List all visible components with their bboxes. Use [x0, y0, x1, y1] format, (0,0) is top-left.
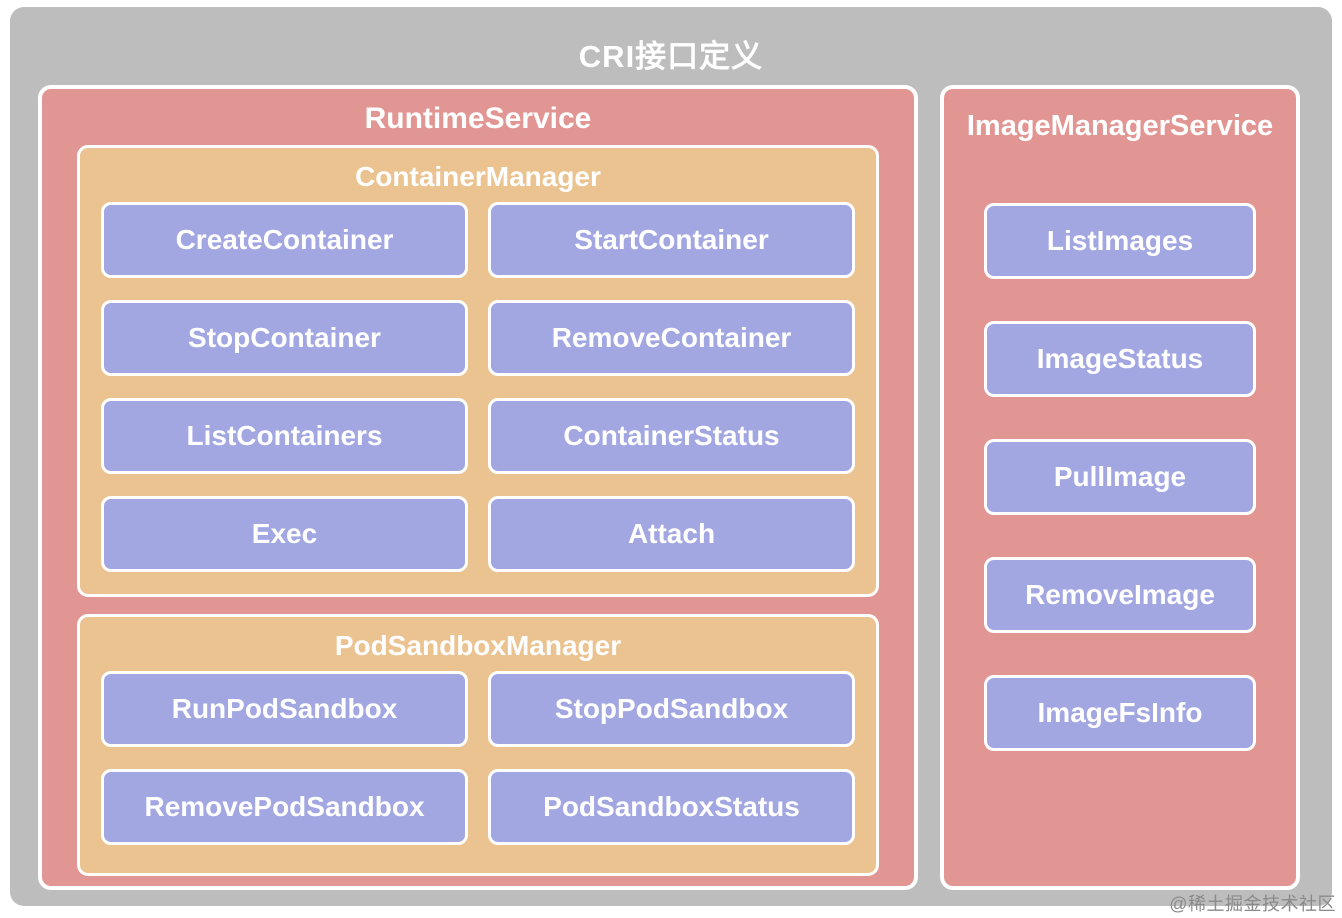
method-remove-image: RemoveImage	[984, 557, 1256, 633]
pod-sandbox-manager-group: PodSandboxManager RunPodSandbox StopPodS…	[77, 614, 879, 876]
container-manager-label: ContainerManager	[355, 161, 601, 192]
method-exec: Exec	[101, 496, 468, 572]
method-create-container: CreateContainer	[101, 202, 468, 278]
runtime-service-group: RuntimeService ContainerManager CreateCo…	[38, 85, 918, 890]
image-manager-service-group: ImageManagerService ListImages ImageStat…	[940, 85, 1300, 890]
image-manager-service-methods: ListImages ImageStatus PullImage RemoveI…	[944, 203, 1296, 751]
method-pod-sandbox-status: PodSandboxStatus	[488, 769, 855, 845]
method-attach: Attach	[488, 496, 855, 572]
method-stop-container: StopContainer	[101, 300, 468, 376]
method-run-pod-sandbox: RunPodSandbox	[101, 671, 468, 747]
diagram-title: CRI接口定义	[578, 39, 764, 74]
method-image-status: ImageStatus	[984, 321, 1256, 397]
method-pull-image: PullImage	[984, 439, 1256, 515]
method-remove-pod-sandbox: RemovePodSandbox	[101, 769, 468, 845]
method-stop-pod-sandbox: StopPodSandbox	[488, 671, 855, 747]
cri-panel: CRI接口定义 RuntimeService ContainerManager …	[10, 7, 1332, 906]
container-manager-methods: CreateContainer StartContainer StopConta…	[101, 202, 855, 572]
method-image-fs-info: ImageFsInfo	[984, 675, 1256, 751]
container-manager-group: ContainerManager CreateContainer StartCo…	[77, 145, 879, 597]
method-list-images: ListImages	[984, 203, 1256, 279]
method-container-status: ContainerStatus	[488, 398, 855, 474]
watermark: @稀土掘金技术社区	[1169, 894, 1336, 914]
image-manager-service-label: ImageManagerService	[966, 110, 1274, 142]
pod-sandbox-manager-methods: RunPodSandbox StopPodSandbox RemovePodSa…	[101, 671, 855, 845]
method-remove-container: RemoveContainer	[488, 300, 855, 376]
runtime-service-label: RuntimeService	[364, 102, 592, 135]
pod-sandbox-manager-label: PodSandboxManager	[334, 630, 622, 661]
method-list-containers: ListContainers	[101, 398, 468, 474]
method-start-container: StartContainer	[488, 202, 855, 278]
